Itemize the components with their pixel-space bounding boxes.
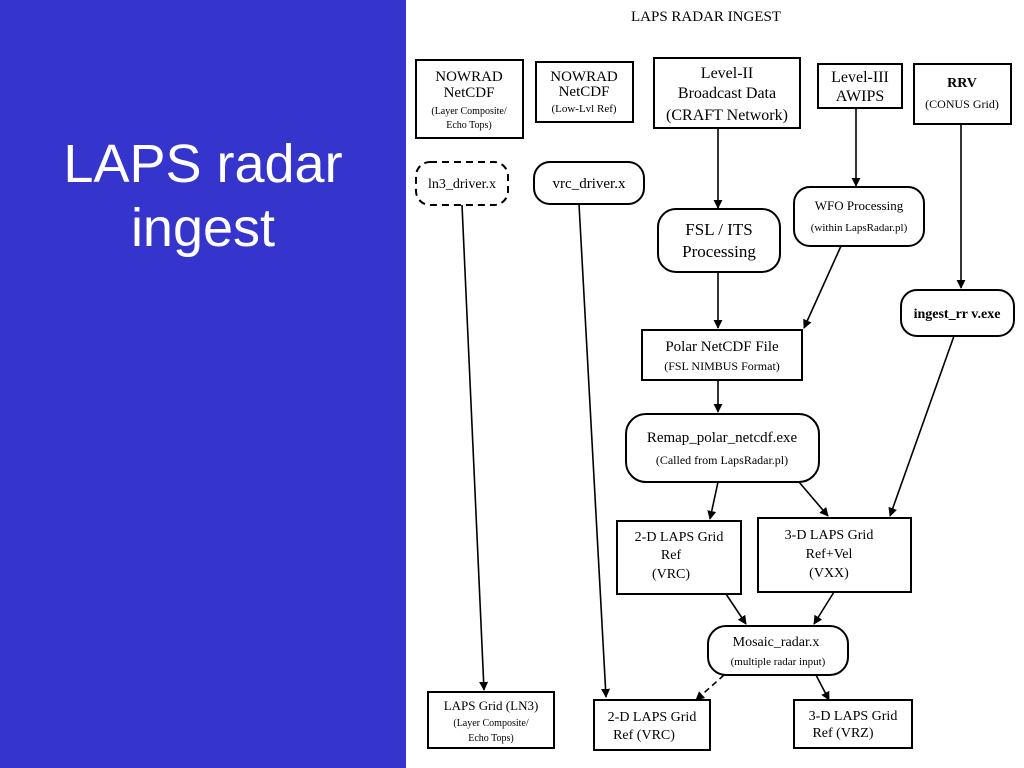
node-mosaic-radar: Mosaic_radar.x (multiple radar input) <box>707 625 849 676</box>
node-label: vrc_driver.x <box>553 176 626 192</box>
node-label: AWIPS <box>836 88 885 105</box>
node-label: (VXX) <box>809 566 849 581</box>
edge-3d-mosaic <box>813 591 835 625</box>
node-label: Remap_polar_netcdf.exe <box>647 430 798 446</box>
node-label: ingest_rr v.exe <box>914 307 1001 322</box>
node-label: NOWRAD <box>550 69 618 85</box>
edge-vrcdriver-out2d <box>578 203 611 698</box>
node-label: FSL / ITS <box>685 220 752 239</box>
title-panel: LAPS radar ingest <box>0 0 406 768</box>
node-remap-polar: Remap_polar_netcdf.exe (Called from Laps… <box>625 413 820 483</box>
node-nowrad-layer-composite: NOWRAD NetCDF (Layer Composite/ Echo Top… <box>415 59 524 139</box>
node-2d-laps-grid-ref: 2-D LAPS Grid Ref (VRC) <box>616 520 742 595</box>
node-output-3d-vrz: 3-D LAPS Grid Ref (VRZ) <box>793 699 913 749</box>
node-level-iii: Level-III AWIPS <box>817 63 903 109</box>
slide-title-line-1: LAPS radar <box>63 134 343 194</box>
node-nowrad-low-level-ref: NOWRAD NetCDF (Low-Lvl Ref) <box>535 61 634 123</box>
node-laps-grid-ln3: LAPS Grid (LN3) (Layer Composite/ Echo T… <box>427 691 555 749</box>
node-sublabel: (within LapsRadar.pl) <box>811 222 908 234</box>
node-label: Ref <box>661 548 682 563</box>
node-3d-laps-grid-refvel: 3-D LAPS Grid Ref+Vel (VXX) <box>757 517 912 593</box>
node-label: Polar NetCDF File <box>665 339 779 355</box>
node-sublabel: (multiple radar input) <box>731 656 826 668</box>
edge-wfo-polar <box>803 245 842 329</box>
edge-mosaic-out2d <box>695 674 725 701</box>
node-label: (VRC) <box>652 567 690 582</box>
node-ingest-rrv: ingest_rr v.exe <box>900 289 1015 337</box>
node-label: WFO Processing <box>815 198 904 213</box>
node-label: Ref (VRC) <box>613 728 675 743</box>
node-sublabel: (Low-Lvl Ref) <box>551 103 616 115</box>
node-label: 3-D LAPS Grid <box>785 528 874 543</box>
node-ln3-driver: ln3_driver.x <box>415 161 509 206</box>
node-vrc-driver: vrc_driver.x <box>533 161 645 205</box>
node-sublabel: Echo Tops) <box>468 733 514 744</box>
node-label: Level-II <box>701 65 753 82</box>
node-label: NOWRAD <box>435 69 503 85</box>
node-rrv: RRV (CONUS Grid) <box>913 63 1012 125</box>
slide-title: LAPS radar ingest <box>0 132 406 260</box>
diagram-panel: LAPS RADAR INGEST <box>406 0 1024 768</box>
node-sublabel: (Layer Composite/ <box>453 718 528 729</box>
node-level-ii: Level-II Broadcast Data (CRAFT Network) <box>653 57 801 129</box>
edge-ingest-3d <box>888 335 955 517</box>
node-label: Ref (VRZ) <box>812 726 873 741</box>
flow-diagram: LAPS RADAR INGEST <box>415 9 1015 751</box>
node-label: 2-D LAPS Grid <box>608 710 697 725</box>
node-label: 3-D LAPS Grid <box>809 709 898 724</box>
edge-mosaic-out3d <box>815 674 830 701</box>
node-wfo-processing: WFO Processing (within LapsRadar.pl) <box>793 186 925 247</box>
node-label: LAPS Grid (LN3) <box>444 698 539 713</box>
slide-title-line-2: ingest <box>130 198 276 258</box>
diagram-title: LAPS RADAR INGEST <box>631 9 781 25</box>
edge-remap-3d <box>798 481 829 517</box>
node-label: (CRAFT Network) <box>666 107 788 124</box>
node-sublabel: Echo Tops) <box>446 120 492 131</box>
node-label: ln3_driver.x <box>428 177 496 192</box>
node-sublabel: (FSL NIMBUS Format) <box>664 359 780 373</box>
edges <box>461 108 966 701</box>
edge-remap-2d <box>707 481 719 520</box>
node-label: Level-III <box>831 69 889 86</box>
node-fsl-its: FSL / ITS Processing <box>657 208 781 273</box>
node-sublabel: (CONUS Grid) <box>925 97 999 111</box>
node-label: RRV <box>947 76 977 91</box>
node-sublabel: (Called from LapsRadar.pl) <box>656 453 788 467</box>
node-label: 2-D LAPS Grid <box>635 530 724 545</box>
edge-2d-mosaic <box>725 593 747 625</box>
edge-ln3driver-grid <box>461 204 489 691</box>
node-output-2d-vrc: 2-D LAPS Grid Ref (VRC) <box>593 699 711 751</box>
node-label: Mosaic_radar.x <box>733 635 820 650</box>
node-label: Ref+Vel <box>806 547 853 562</box>
node-label: Broadcast Data <box>678 85 776 102</box>
node-label: NetCDF <box>559 84 610 100</box>
node-label: NetCDF <box>444 85 495 101</box>
node-polar-netcdf: Polar NetCDF File (FSL NIMBUS Format) <box>641 329 803 381</box>
node-sublabel: (Layer Composite/ <box>431 106 506 117</box>
node-label: Processing <box>682 242 756 261</box>
